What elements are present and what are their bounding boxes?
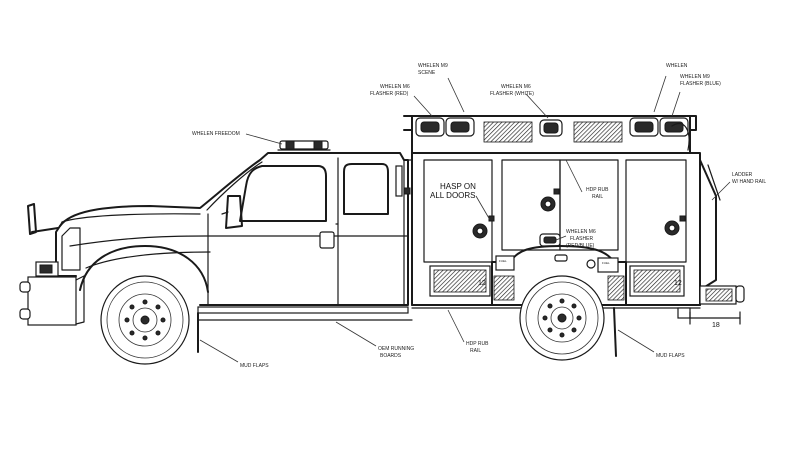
label-flasher-white-line1: WHELEN M6: [501, 84, 531, 90]
label-mud-flaps-left: MUD FLAPS: [240, 363, 269, 369]
label-oem-line1: OEM RUNNING: [378, 346, 414, 352]
label-flasher-rb-line2: FLASHER: [570, 236, 593, 242]
dimension-12-left: 12: [478, 280, 486, 287]
label-scene-top: WHELEN M9: [418, 63, 448, 69]
label-hasp-line2: ALL DOORS: [430, 191, 476, 200]
label-flasher-blue-line2: FLASHER (BLUE): [680, 81, 721, 87]
label-top-right: WHELEN: [666, 63, 688, 69]
label-flasher-rb-line1: WHELEN M6: [566, 229, 596, 235]
label-oem-line2: BOARDS: [380, 353, 402, 359]
dimension-12-right: 12: [674, 280, 682, 287]
label-hdp-rub-line2: RAIL: [592, 194, 603, 200]
label-ladder-line1: LADDER: [732, 172, 753, 178]
fuel-plate-left: FUEL: [499, 259, 507, 263]
label-scene: SCENE: [418, 70, 436, 76]
label-flasher-blue-line1: WHELEN M9: [680, 74, 710, 80]
dimension-18: 18: [712, 322, 720, 329]
label-ladder-line2: W/ HAND RAIL: [732, 179, 766, 185]
label-hdp-rub-low-line1: HDP RUB: [466, 341, 489, 347]
label-hdp-rub-line1: HDP RUB: [586, 187, 609, 193]
label-mud-flaps-right: MUD FLAPS: [656, 353, 685, 359]
leader-lines: [199, 75, 731, 363]
label-flasher-white-line2: FLASHER (WHITE): [490, 91, 534, 97]
label-hdp-rub-low-line2: RAIL: [470, 348, 481, 354]
cab: [19, 140, 413, 353]
front-wheel: [100, 275, 190, 365]
callout-labels: WHELEN M9 SCENE WHELEN M6 FLASHER (RED) …: [192, 63, 766, 369]
rear-wheel: [519, 275, 605, 361]
label-flasher-rb-line3: (RED/BLUE): [566, 243, 595, 249]
label-flasher-red-line2: FLASHER (RED): [370, 91, 409, 97]
label-flasher-red-line1: WHELEN M6: [380, 84, 410, 90]
label-whelen-freedom: WHELEN FREEDOM: [192, 131, 240, 137]
label-hasp-line1: HASP ON: [440, 182, 476, 191]
fuel-plate-right: FUEL: [602, 261, 610, 265]
